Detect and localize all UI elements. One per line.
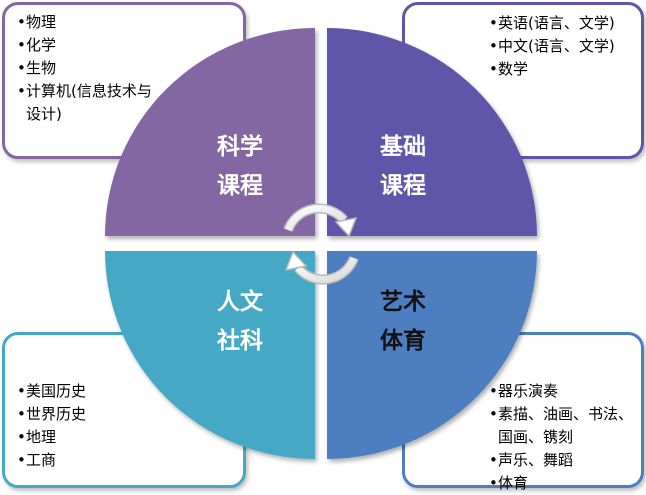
arts-label: 艺术 体育 xyxy=(373,283,433,361)
list-item: 生物 xyxy=(17,57,157,80)
list-item: 声乐、舞蹈 xyxy=(489,449,641,472)
list-item: 中文(语言、文学) xyxy=(489,35,641,58)
foundation-courses-list: 英语(语言、文学) 中文(语言、文学) 数学 xyxy=(489,12,641,81)
list-item: 数学 xyxy=(489,58,641,81)
list-item: 工商 xyxy=(17,449,157,472)
science-label: 科学 课程 xyxy=(210,128,270,206)
foundation-label: 基础 课程 xyxy=(373,128,433,206)
list-item: 化学 xyxy=(17,34,157,57)
science-courses-list: 物理 化学 生物 计算机(信息技术与设计) xyxy=(17,11,157,126)
foundation-label-line2: 课程 xyxy=(380,173,426,199)
humanities-label-line2: 社科 xyxy=(217,328,263,354)
arts-label-line1: 艺术 xyxy=(380,289,426,315)
humanities-courses-list: 美国历史 世界历史 地理 工商 xyxy=(17,380,157,472)
arts-quadrant xyxy=(327,251,537,459)
humanities-quadrant xyxy=(105,251,315,459)
humanities-label-line1: 人文 xyxy=(217,289,263,315)
list-item: 美国历史 xyxy=(17,380,157,403)
list-item: 物理 xyxy=(17,11,157,34)
science-label-line2: 课程 xyxy=(217,173,263,199)
arts-label-line2: 体育 xyxy=(380,328,426,354)
science-quadrant xyxy=(105,28,315,236)
science-label-line1: 科学 xyxy=(217,134,263,160)
foundation-label-line1: 基础 xyxy=(380,134,426,160)
list-item: 素描、油画、书法、国画、镌刻 xyxy=(489,403,641,449)
humanities-label: 人文 社科 xyxy=(210,283,270,361)
list-item: 世界历史 xyxy=(17,403,157,426)
foundation-quadrant xyxy=(327,28,537,236)
cycle-arrows-icon xyxy=(283,203,359,285)
arts-courses-list: 器乐演奏 素描、油画、书法、国画、镌刻 声乐、舞蹈 体育 xyxy=(489,380,641,495)
list-item: 计算机(信息技术与设计) xyxy=(17,80,157,126)
list-item: 器乐演奏 xyxy=(489,380,641,403)
list-item: 地理 xyxy=(17,426,157,449)
list-item: 英语(语言、文学) xyxy=(489,12,641,35)
list-item: 体育 xyxy=(489,472,641,495)
